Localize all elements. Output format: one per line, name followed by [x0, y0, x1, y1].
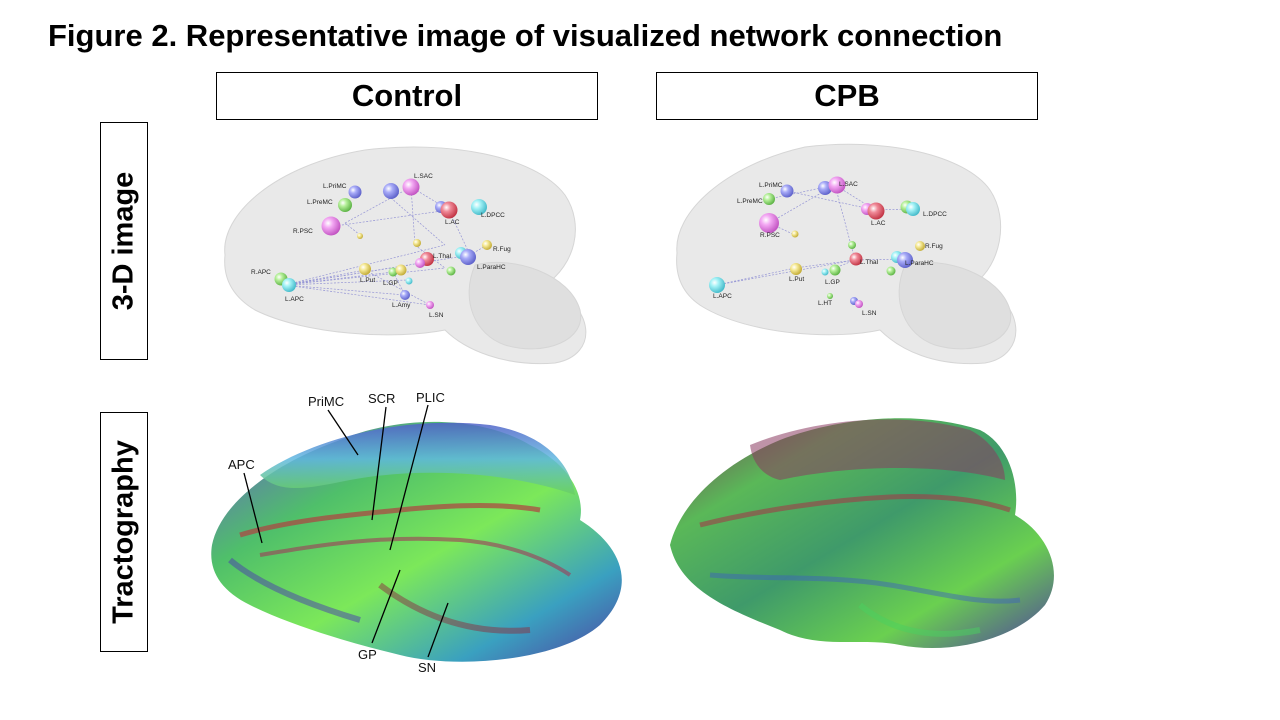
- annotation-scr: SCR: [368, 391, 395, 406]
- node-labels: L.PriMC L.SAC L.PreMC L.AC L.DPCC R.PSC …: [713, 181, 947, 317]
- label-l-parahc: L.ParaHC: [477, 264, 506, 271]
- annotation-plic: PLIC: [416, 390, 445, 405]
- annotation-primc: PriMC: [308, 394, 344, 409]
- label-l-parahc: L.ParaHC: [905, 260, 934, 267]
- node-labels: L.PriMC L.SAC L.PreMC L.AC L.DPCC R.PSC …: [251, 173, 511, 319]
- node-l-thal: [849, 252, 863, 266]
- node-r-fug: [915, 241, 925, 251]
- label-l-amy: L.Amy: [392, 302, 411, 309]
- row-label-box-tractography: Tractography: [100, 412, 148, 652]
- node-r-fug: [482, 240, 492, 250]
- node-yellow-put: [395, 264, 407, 276]
- label-l-gp: L.GP: [383, 280, 398, 287]
- label-r-fug: R.Fug: [493, 246, 511, 253]
- node-l-sn: [426, 301, 434, 309]
- node-l-sac-blue: [818, 181, 832, 195]
- label-l-put: L.Put: [360, 277, 375, 284]
- figure-title: Figure 2. Representative image of visual…: [48, 18, 1003, 53]
- network-nodes: [274, 178, 492, 309]
- label-l-premc: L.PreMC: [737, 198, 763, 205]
- control-3d-brain-image: L.PriMC L.SAC L.PreMC L.AC L.DPCC R.PSC …: [224, 146, 587, 365]
- label-l-gp: L.GP: [825, 279, 840, 286]
- node-pink-thal: [415, 258, 425, 268]
- node-l-sac: [402, 178, 420, 196]
- label-l-dpcc: L.DPCC: [481, 212, 505, 219]
- column-header-cpb: CPB: [656, 72, 1038, 120]
- node-green-mid: [886, 266, 896, 276]
- node-l-parahc: [897, 252, 913, 268]
- label-l-ac: L.AC: [871, 220, 886, 227]
- node-l-ht: [827, 293, 833, 299]
- node-l-put: [790, 263, 802, 275]
- row-label-box-3d: 3-D image: [100, 122, 148, 360]
- node-l-amy: [400, 290, 410, 300]
- node-l-apc: [282, 278, 296, 292]
- annotation-apc: APC: [228, 457, 255, 472]
- control-tractography-image: PriMC SCR PLIC APC GP SN: [211, 390, 622, 675]
- annotation-lines: [243, 404, 449, 658]
- node-l-premc: [338, 198, 352, 212]
- node-l-primc: [780, 184, 794, 198]
- tract-body: [211, 421, 622, 662]
- node-l-sn: [855, 300, 863, 308]
- node-l-premc: [763, 193, 775, 205]
- label-l-sn: L.SN: [862, 310, 877, 317]
- label-l-sac: L.SAC: [414, 173, 433, 180]
- label-r-apc: R.APC: [251, 269, 271, 276]
- row-label-3d: 3-D image: [107, 171, 140, 311]
- annotation-gp: GP: [358, 647, 377, 662]
- label-l-apc: L.APC: [285, 296, 304, 303]
- label-l-thal: L.Thal: [433, 253, 452, 260]
- annotation-sn: SN: [418, 660, 436, 675]
- node-l-apc: [709, 277, 725, 293]
- label-l-put: L.Put: [789, 276, 804, 283]
- label-l-ac: L.AC: [445, 219, 460, 226]
- node-l-sac-blue: [383, 183, 399, 199]
- label-r-fug: R.Fug: [925, 243, 943, 250]
- label-l-dpcc: L.DPCC: [923, 211, 947, 218]
- node-green-mid: [446, 266, 456, 276]
- label-l-ht: L.HT: [818, 300, 832, 307]
- node-l-gp: [829, 264, 841, 276]
- node-l-dpcc: [471, 199, 487, 215]
- node-l-ac: [440, 201, 458, 219]
- node-l-sac: [828, 176, 846, 194]
- node-small-yellow: [357, 233, 363, 239]
- node-l-dpcc: [906, 202, 920, 216]
- cpb-tractography-image: [670, 418, 1054, 649]
- brain-outline: [676, 143, 1017, 365]
- node-l-gp-cyan: [821, 268, 829, 276]
- node-l-parahc: [460, 249, 476, 265]
- label-l-primc: L.PriMC: [323, 183, 347, 190]
- node-r-psc: [321, 216, 341, 236]
- network-nodes: [709, 176, 925, 308]
- node-l-gp: [405, 277, 413, 285]
- tract-body: [670, 418, 1054, 649]
- node-l-put: [359, 263, 371, 275]
- node-r-psc: [759, 213, 779, 233]
- label-r-psc: R.PSC: [760, 232, 780, 239]
- node-l-ac: [867, 202, 885, 220]
- node-mid-green: [848, 241, 856, 249]
- label-l-sac: L.SAC: [839, 181, 858, 188]
- node-mid-yellow: [413, 239, 421, 247]
- label-l-apc: L.APC: [713, 293, 732, 300]
- node-green-put: [388, 267, 398, 277]
- label-r-psc: R.PSC: [293, 228, 313, 235]
- node-small-yellow: [791, 230, 799, 238]
- row-label-tractography: Tractography: [107, 440, 140, 624]
- label-l-primc: L.PriMC: [759, 182, 783, 189]
- label-l-sn: L.SN: [429, 312, 444, 319]
- node-l-primc: [348, 185, 362, 199]
- cpb-3d-brain-image: L.PriMC L.SAC L.PreMC L.AC L.DPCC R.PSC …: [676, 143, 1017, 365]
- label-l-premc: L.PreMC: [307, 199, 333, 206]
- label-l-thal: L.Thal: [860, 259, 879, 266]
- column-header-control: Control: [216, 72, 598, 120]
